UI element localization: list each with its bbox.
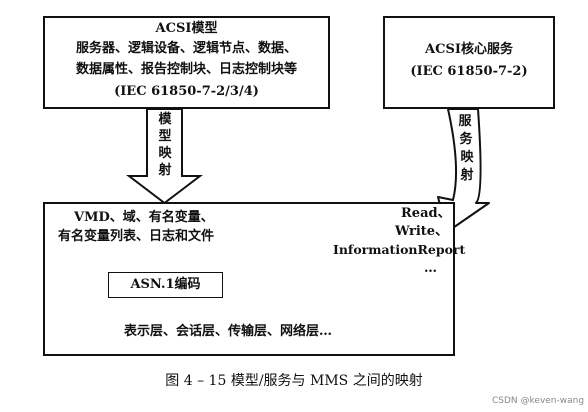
model-mapping-arrow-shape bbox=[126, 108, 203, 205]
acsi-model-line2: 数据属性、报告控制块、日志控制块等 bbox=[75, 62, 297, 77]
service-mapping-char-2: 务 bbox=[459, 132, 473, 147]
service-mapping-char-4: 射 bbox=[460, 168, 474, 183]
mms-services-line2: Write、 bbox=[395, 224, 449, 239]
model-mapping-char-2: 型 bbox=[158, 129, 172, 144]
watermark-text: CSDN @keven-wang bbox=[492, 396, 585, 406]
figure-caption: 图 4 – 15 模型/服务与 MMS 之间的映射 bbox=[165, 373, 423, 389]
model-mapping-char-3: 映 bbox=[158, 146, 172, 161]
mms-layers-text: 表示层、会话层、传输层、网络层… bbox=[124, 324, 333, 339]
acsi-model-line1: 服务器、逻辑设备、逻辑节点、数据、 bbox=[75, 41, 297, 56]
model-mapping-char-4: 射 bbox=[158, 163, 172, 178]
service-mapping-char-3: 映 bbox=[460, 150, 474, 165]
acsi-model-line3: (IEC 61850-7-2/3/4) bbox=[114, 84, 259, 99]
acsi-model-box bbox=[43, 16, 330, 109]
acsi-service-line1: (IEC 61850-7-2) bbox=[410, 64, 528, 79]
asn1-encoding-label: ASN.1编码 bbox=[130, 277, 201, 292]
mms-services-line3: InformationReport bbox=[333, 242, 466, 257]
mms-objects-line1: VMD、域、有名变量、 bbox=[74, 210, 214, 225]
acsi-service-title: ACSI核心服务 bbox=[425, 42, 513, 57]
asn1-encoding-box bbox=[108, 272, 223, 298]
mms-services-line1: Read、 bbox=[401, 206, 451, 221]
acsi-model-title: ACSI模型 bbox=[155, 21, 218, 36]
service-mapping-arrow-shape bbox=[437, 108, 490, 233]
mms-services-ellipsis: … bbox=[424, 261, 437, 276]
acsi-service-box bbox=[383, 16, 555, 109]
mms-objects-line2: 有名变量列表、日志和文件 bbox=[58, 229, 215, 244]
service-mapping-char-1: 服 bbox=[458, 114, 472, 129]
model-mapping-char-1: 模 bbox=[158, 112, 172, 127]
